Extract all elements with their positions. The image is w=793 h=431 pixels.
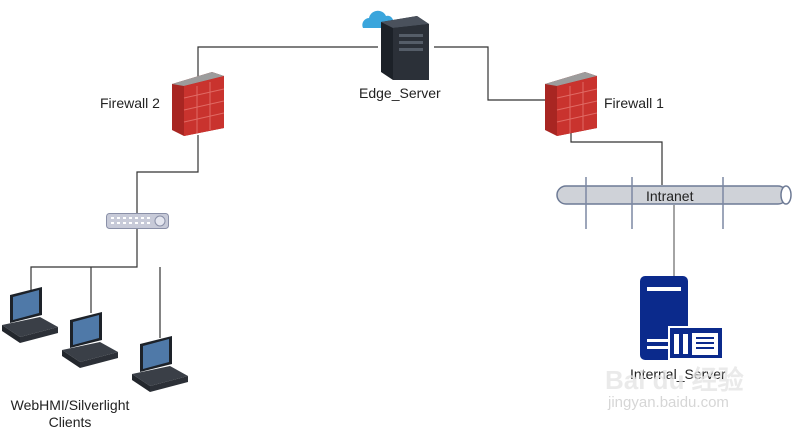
- internal-server-label: Internal_Server: [630, 366, 726, 382]
- desktop-workstation-icon: [2, 287, 58, 343]
- intranet-label: Intranet: [646, 188, 694, 204]
- desktop-workstation-icon: [132, 336, 188, 392]
- clients-label-line2: Clients: [48, 414, 92, 430]
- firewall-1-node[interactable]: [545, 70, 598, 136]
- brick-firewall-icon: [545, 72, 598, 136]
- desktop-workstation-icon: [62, 312, 118, 368]
- client-workstation-1[interactable]: [0, 287, 62, 347]
- network-switch-icon: [106, 213, 169, 229]
- client-workstation-3[interactable]: [130, 336, 192, 396]
- firewall-1-label: Firewall 1: [604, 95, 664, 111]
- firewall-2-node[interactable]: [172, 70, 225, 136]
- edge-server-label: Edge_Server: [359, 85, 441, 101]
- edge-edgeserver-firewall1: [434, 46, 545, 101]
- watermark-logo: Bai du 经验: [605, 365, 744, 395]
- firewall-2-label: Firewall 2: [100, 95, 160, 111]
- edge-firewall2-edgeserver: [197, 46, 378, 80]
- watermark-url: jingyan.baidu.com: [608, 394, 729, 411]
- internal-server-node[interactable]: [638, 276, 726, 362]
- intranet-bus[interactable]: [556, 177, 792, 229]
- clients-label: WebHMI/Silverlight Clients: [5, 397, 135, 431]
- brick-firewall-icon: [172, 72, 225, 136]
- blue-server-icon: [640, 276, 724, 360]
- client-workstation-2[interactable]: [60, 312, 122, 372]
- edge-firewall2-switch: [136, 135, 199, 214]
- edge-switch-clients: [30, 228, 138, 290]
- edge-firewall1-intranet: [570, 130, 663, 185]
- clients-label-line1: WebHMI/Silverlight: [10, 397, 130, 413]
- edge-server-node[interactable]: [355, 2, 435, 82]
- tower-server-with-cloud-icon: [362, 10, 429, 80]
- network-switch-node[interactable]: [106, 213, 169, 230]
